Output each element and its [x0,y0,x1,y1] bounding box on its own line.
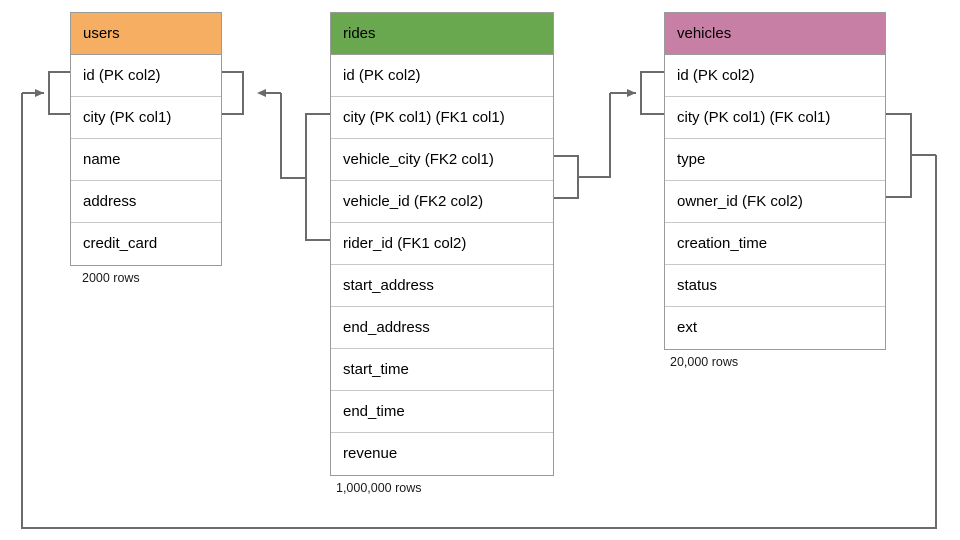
table-users-row-count: 2000 rows [82,271,140,285]
table-vehicles-row-count: 20,000 rows [670,355,739,369]
table-vehicles-row-id[interactable]: id (PK col2) [665,55,885,97]
table-rides-row-city[interactable]: city (PK col1) (FK1 col1) [331,97,553,139]
table-rides-row-id[interactable]: id (PK col2) [331,55,553,97]
table-users-row-id[interactable]: id (PK col2) [71,55,221,97]
table-rides-row-start-time[interactable]: start_time [331,349,553,391]
table-rides-row-count: 1,000,000 rows [336,481,422,495]
connector-rides-vehicle-to-vehicles [554,71,664,199]
table-vehicles-row-owner-id[interactable]: owner_id (FK col2) [665,181,885,223]
table-users[interactable]: users id (PK col2) city (PK col1) name a… [70,12,222,266]
connector-rides-rider-to-users [222,71,330,241]
table-rides-header: rides [331,13,553,55]
table-rides-row-end-time[interactable]: end_time [331,391,553,433]
table-users-row-name[interactable]: name [71,139,221,181]
table-vehicles-row-ext[interactable]: ext [665,307,885,349]
table-rides-row-revenue[interactable]: revenue [331,433,553,475]
table-vehicles-header: vehicles [665,13,885,55]
table-vehicles-row-creation-time[interactable]: creation_time [665,223,885,265]
table-rides-row-start-address[interactable]: start_address [331,265,553,307]
table-rides-row-vehicle-id[interactable]: vehicle_id (FK2 col2) [331,181,553,223]
table-users-row-credit-card[interactable]: credit_card [71,223,221,265]
table-users-header: users [71,13,221,55]
table-users-row-address[interactable]: address [71,181,221,223]
table-rides[interactable]: rides id (PK col2) city (PK col1) (FK1 c… [330,12,554,476]
table-rides-row-rider-id[interactable]: rider_id (FK1 col2) [331,223,553,265]
table-users-row-city[interactable]: city (PK col1) [71,97,221,139]
table-vehicles[interactable]: vehicles id (PK col2) city (PK col1) (FK… [664,12,886,350]
table-vehicles-row-status[interactable]: status [665,265,885,307]
table-vehicles-row-type[interactable]: type [665,139,885,181]
table-rides-row-end-address[interactable]: end_address [331,307,553,349]
table-vehicles-row-city[interactable]: city (PK col1) (FK col1) [665,97,885,139]
table-rides-row-vehicle-city[interactable]: vehicle_city (FK2 col1) [331,139,553,181]
